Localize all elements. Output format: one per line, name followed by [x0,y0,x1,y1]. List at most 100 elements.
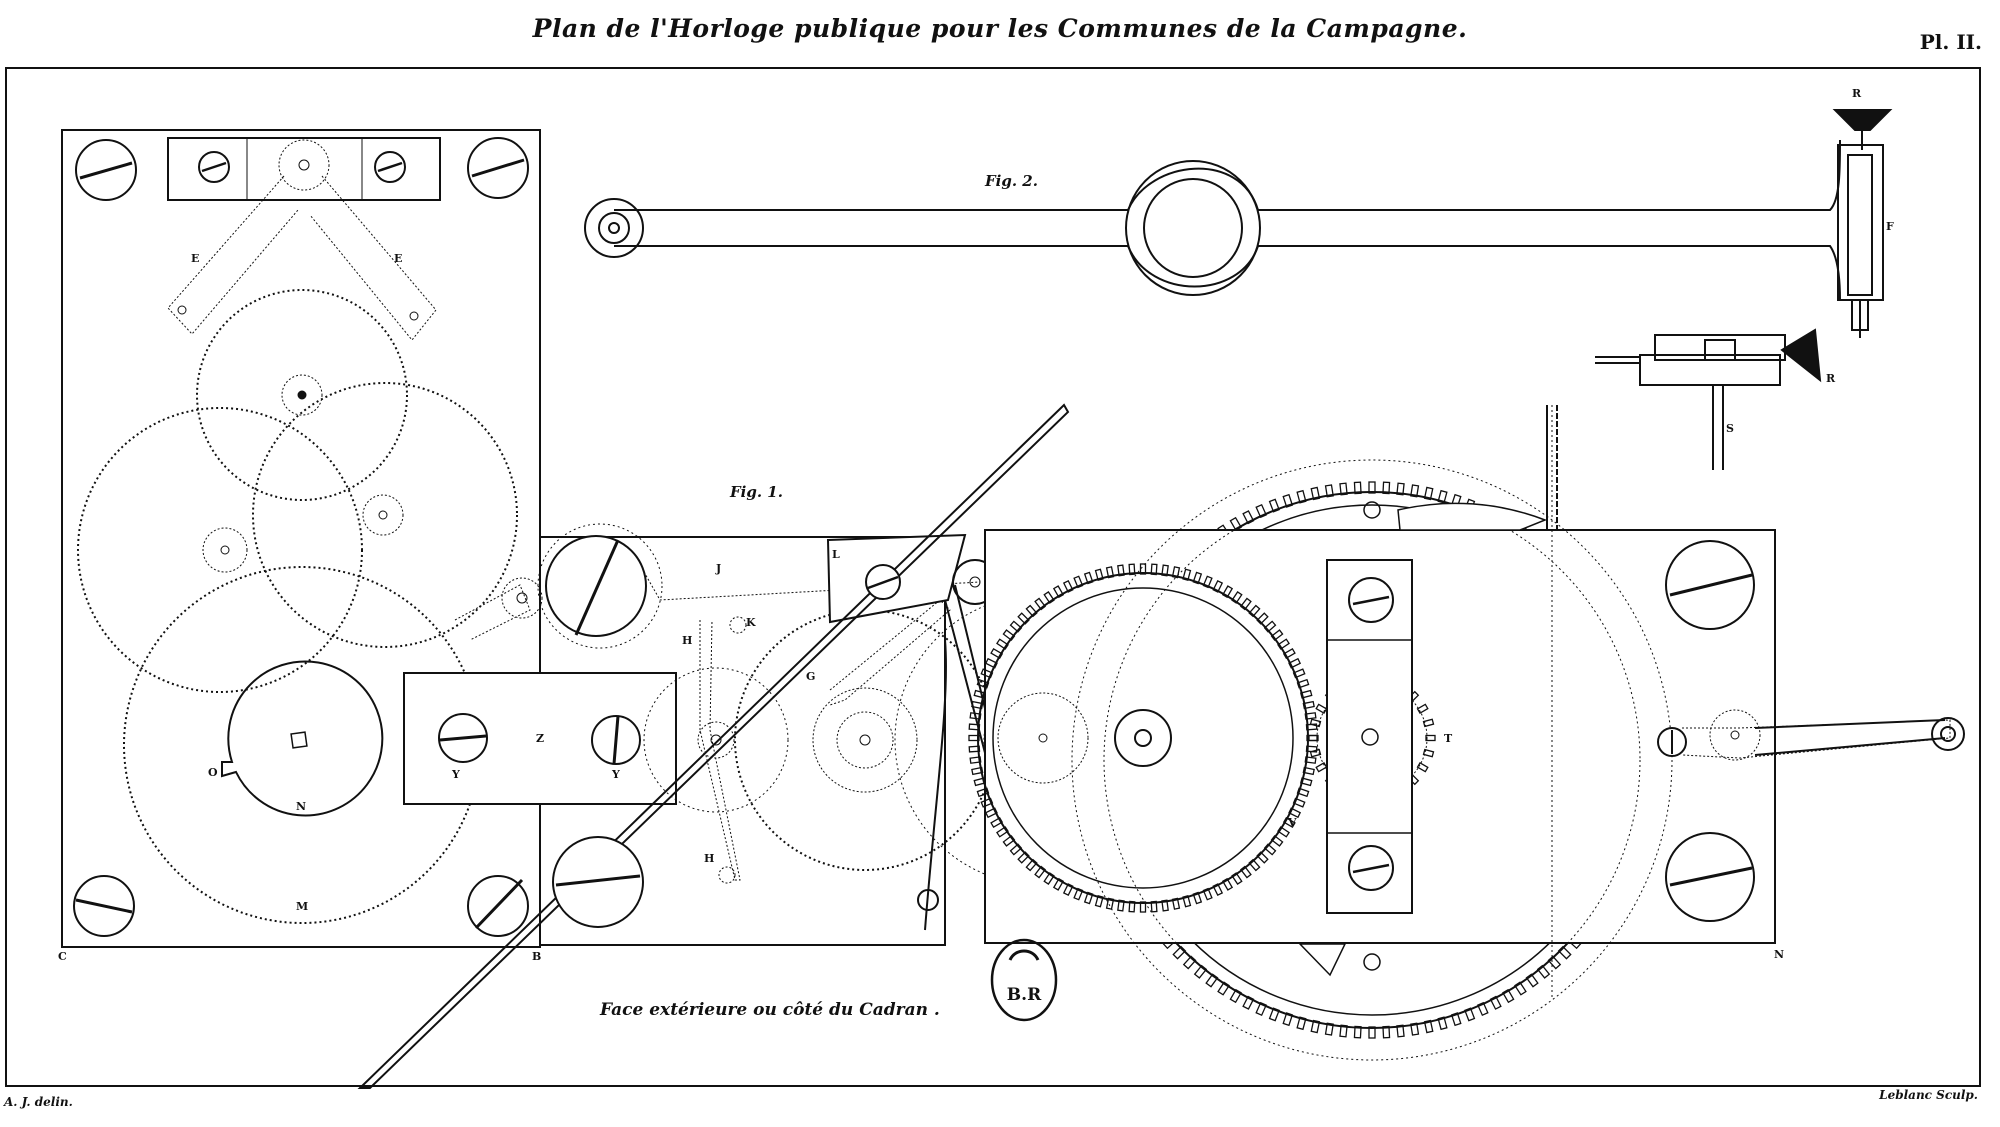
gear-tooth [1309,748,1322,758]
gear-tooth [1282,493,1294,508]
label-v: V [1287,816,1297,829]
gear-tooth [1315,703,1328,715]
gear-tooth [1416,703,1429,715]
gear-tooth [1270,629,1284,642]
gear-tooth [1353,1025,1362,1039]
label-o: O [208,766,218,779]
gear-tooth [1450,1012,1462,1027]
gear-tooth [968,734,980,742]
minute-wheel [977,572,1309,904]
gear-tooth [1052,585,1065,599]
gear-tooth [1242,510,1255,525]
gear-tooth [1192,571,1203,585]
gear-tooth [1182,568,1192,582]
gear-tooth [1009,620,1023,633]
gear-tooth [1002,629,1016,642]
plate-number: Pl. II. [1919,30,1982,54]
gear-tooth [976,787,990,798]
gear-tooth [1288,807,1302,819]
gear-tooth [1268,498,1280,513]
gear-tooth [1242,995,1255,1010]
label-k: K [746,616,756,629]
gear-tooth [1150,563,1158,576]
gear-tooth [1094,568,1104,582]
gear-tooth [1525,973,1539,988]
gear-tooth [1410,484,1420,498]
gear-tooth [1296,678,1310,689]
gear-tooth [1437,1016,1448,1031]
part-labels: E E J K H H L G O N M Y Y Z T V R R F S … [58,87,1894,963]
label-s: S [1726,422,1734,435]
gear-tooth [1171,566,1181,579]
gear-tooth [1062,579,1074,593]
label-g: G [806,670,815,683]
gear-tooth [1221,877,1234,891]
label-n-corner: N [1774,948,1784,961]
gear-tooth [1128,563,1136,576]
gear-tooth [1502,988,1515,1004]
gear-tooth [1353,481,1362,495]
gear-tooth [1205,973,1219,988]
gear-tooth [1547,955,1562,970]
gear-tooth [1150,900,1158,913]
gear-tooth [971,766,984,776]
count-wheel [221,660,384,817]
gear-tooth [1288,657,1302,669]
gear-tooth [1256,851,1269,864]
gear-tooth [1139,901,1147,913]
gear-tooth [1423,1019,1434,1034]
label-e-left: E [191,252,199,265]
gear-tooth [1161,564,1169,577]
figure-caption: Face extérieure ou côté du Cadran . [600,1000,940,1020]
gear-tooth [1043,591,1055,604]
library-stamp: B.R [990,938,1058,1022]
gear-tooth [1139,563,1147,575]
label-b: B [532,950,541,963]
gear-tooth [1310,486,1321,501]
gear-tooth [971,700,984,710]
gear-tooth [1368,1026,1376,1039]
gear-tooth [1231,872,1243,885]
minute-wheel-teeth [968,563,1318,913]
gear-tooth [1410,1022,1420,1036]
gear-tooth [1422,718,1435,728]
wheel-dotted [77,407,363,693]
screw-heads [73,137,529,937]
label-f: F [1886,220,1894,233]
gear-tooth [1017,612,1030,625]
gear-tooth [1217,981,1230,996]
gear-tooth [1182,955,1197,970]
gear-tooth [1117,899,1125,912]
gear-tooth [1105,897,1115,910]
gear-tooth [1073,575,1084,589]
gear-tooth [1263,843,1277,856]
gear-tooth [1277,638,1290,650]
gear-tooth [990,647,1004,660]
gear-tooth [1017,851,1030,864]
gear-tooth [1083,571,1094,585]
gear-tooth [1282,1012,1294,1027]
label-h-bottom: H [704,852,714,865]
gear-tooth [1302,766,1315,776]
right-screws [1348,540,1755,922]
gear-tooth [1382,481,1391,495]
gear-tooth [1231,591,1243,604]
gear-tooth [1557,945,1572,960]
gear-tooth [1255,503,1268,519]
center-screws [438,535,901,928]
gear-tooth [1536,964,1551,979]
label-l: L [832,548,840,561]
gear-tooth [990,816,1004,829]
label-r-top: R [1852,87,1862,100]
gear-tooth [1248,604,1261,618]
gear-tooth [1094,894,1104,908]
gear-tooth [1302,700,1315,710]
stamp-text: B.R [1007,985,1042,1005]
gear-tooth [1324,1022,1334,1036]
gear-tooth [1282,647,1296,660]
gear-tooth [1239,865,1252,879]
gear-tooth [973,689,987,699]
gear-tooth [1171,897,1181,910]
gear-tooth [1309,718,1322,728]
label-c: C [58,950,67,963]
